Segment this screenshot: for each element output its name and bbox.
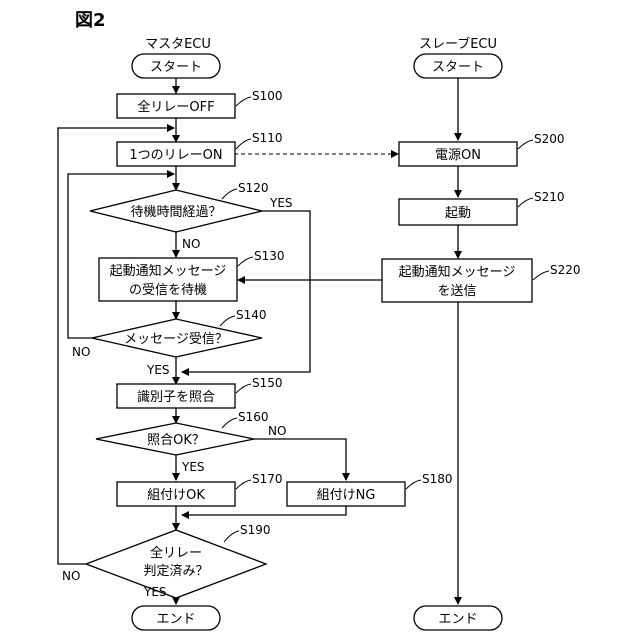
svg-text:スタート: スタート	[432, 60, 484, 75]
svg-text:起動: 起動	[445, 206, 471, 221]
svg-text:エンド: エンド	[438, 612, 477, 627]
step-id: S160	[238, 410, 269, 424]
step-s170-assembly-ok: 組付けOK S170	[117, 472, 283, 506]
svg-text:判定済み？: 判定済み？	[143, 563, 208, 579]
svg-text:1つのリレーON: 1つのリレーON	[129, 148, 222, 163]
step-id: S110	[252, 131, 283, 145]
svg-text:全リレー: 全リレー	[150, 545, 202, 561]
step-s130-wait-start-message: 起動通知メッセージ の受信を待機 S130	[99, 249, 285, 301]
master-end: エンド	[132, 606, 220, 630]
step-id: S140	[236, 308, 267, 322]
step-id: S170	[252, 472, 283, 486]
svg-text:組付けNG: 組付けNG	[317, 488, 376, 503]
step-id: S180	[422, 472, 453, 486]
branch-label-yes: YES	[181, 460, 205, 474]
svg-text:スタート: スタート	[150, 60, 202, 75]
branch-label-no: NO	[182, 237, 200, 251]
master-column-title: マスタECU	[145, 37, 211, 52]
svg-text:起動通知メッセージ: 起動通知メッセージ	[110, 263, 227, 279]
svg-text:エンド: エンド	[156, 612, 195, 627]
step-id: S220	[550, 263, 581, 277]
step-s220-send-start-message: 起動通知メッセージ を送信 S220	[382, 259, 581, 302]
step-s210-boot: 起動 S210	[399, 190, 565, 225]
svg-text:メッセージ受信？: メッセージ受信？	[124, 332, 228, 347]
branch-label-yes: YES	[143, 585, 167, 599]
step-id: S150	[252, 376, 283, 390]
step-s110-one-relay-on: 1つのリレーON S110	[117, 131, 283, 166]
svg-text:組付けOK: 組付けOK	[147, 488, 205, 503]
step-id: S130	[254, 249, 285, 263]
decision-s140-message-received: メッセージ受信？ S140 NO YES	[72, 308, 267, 377]
branch-label-no: NO	[62, 569, 80, 583]
svg-text:の受信を待機: の受信を待機	[129, 283, 207, 298]
svg-text:照合OK？: 照合OK？	[147, 433, 205, 448]
step-id: S120	[238, 181, 269, 195]
master-start: スタート	[132, 54, 220, 78]
branch-label-yes: YES	[146, 363, 170, 377]
svg-text:起動通知メッセージ: 起動通知メッセージ	[399, 264, 516, 280]
figure-label: 図2	[75, 10, 106, 31]
svg-text:待機時間経過？: 待機時間経過？	[130, 205, 221, 220]
step-s180-assembly-ng: 組付けNG S180	[287, 472, 453, 506]
branch-label-no: NO	[268, 424, 286, 438]
step-id: S190	[240, 523, 271, 537]
slave-column-title: スレーブECU	[419, 36, 497, 52]
step-s150-match-identifier: 識別子を照合 S150	[117, 376, 283, 408]
branch-label-no: NO	[72, 345, 90, 359]
decision-s160-match-ok: 照合OK？ S160 NO YES	[96, 410, 286, 474]
slave-end: エンド	[414, 606, 502, 630]
decision-s120-wait-time-elapsed: 待機時間経過？ S120 YES NO	[90, 181, 293, 251]
step-id: S100	[252, 89, 283, 103]
decision-s190-all-relays-judged: 全リレー 判定済み？ S190 NO YES	[62, 523, 271, 599]
svg-text:電源ON: 電源ON	[435, 148, 481, 163]
svg-text:を送信: を送信	[437, 284, 476, 299]
step-s200-power-on: 電源ON S200	[399, 132, 565, 166]
svg-text:全リレーOFF: 全リレーOFF	[137, 99, 214, 115]
slave-start: スタート	[414, 54, 502, 78]
step-s100-all-relay-off: 全リレーOFF S100	[117, 89, 283, 118]
step-id: S200	[534, 132, 565, 146]
step-id: S210	[534, 190, 565, 204]
svg-text:識別子を照合: 識別子を照合	[137, 390, 215, 405]
branch-label-yes: YES	[269, 196, 293, 210]
